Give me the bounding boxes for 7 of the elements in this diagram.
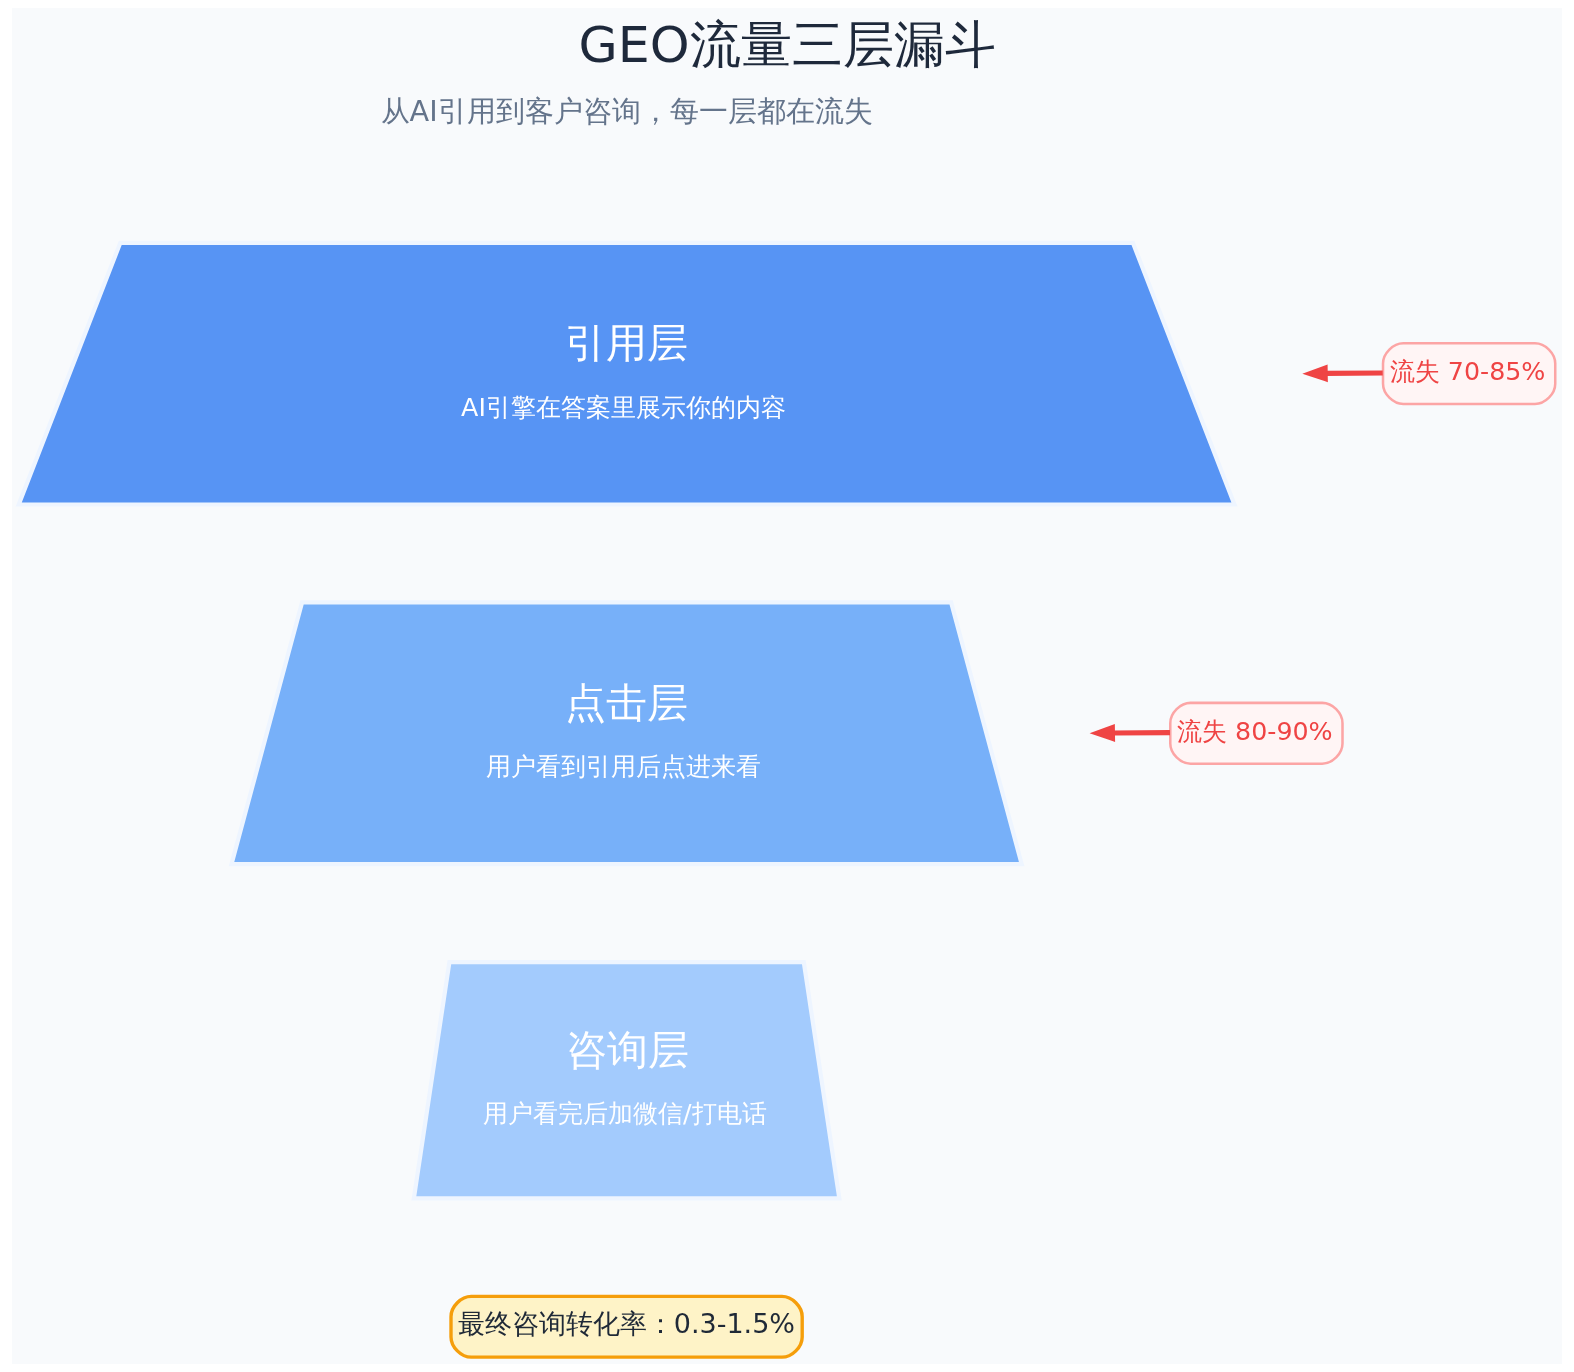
node-box: 最终咨询转化率：0.3-1.5% — [449, 1294, 804, 1359]
label: 从AI引用到客户咨询，每一层都在流失 — [380, 94, 873, 129]
node-box: 流失 80-90% — [1169, 701, 1344, 765]
node-box: 流失 70-85% — [1381, 341, 1557, 406]
arrow — [1089, 724, 1170, 742]
diagram-title: GEO流量三层漏斗 — [578, 15, 996, 75]
arrow — [1302, 364, 1383, 383]
